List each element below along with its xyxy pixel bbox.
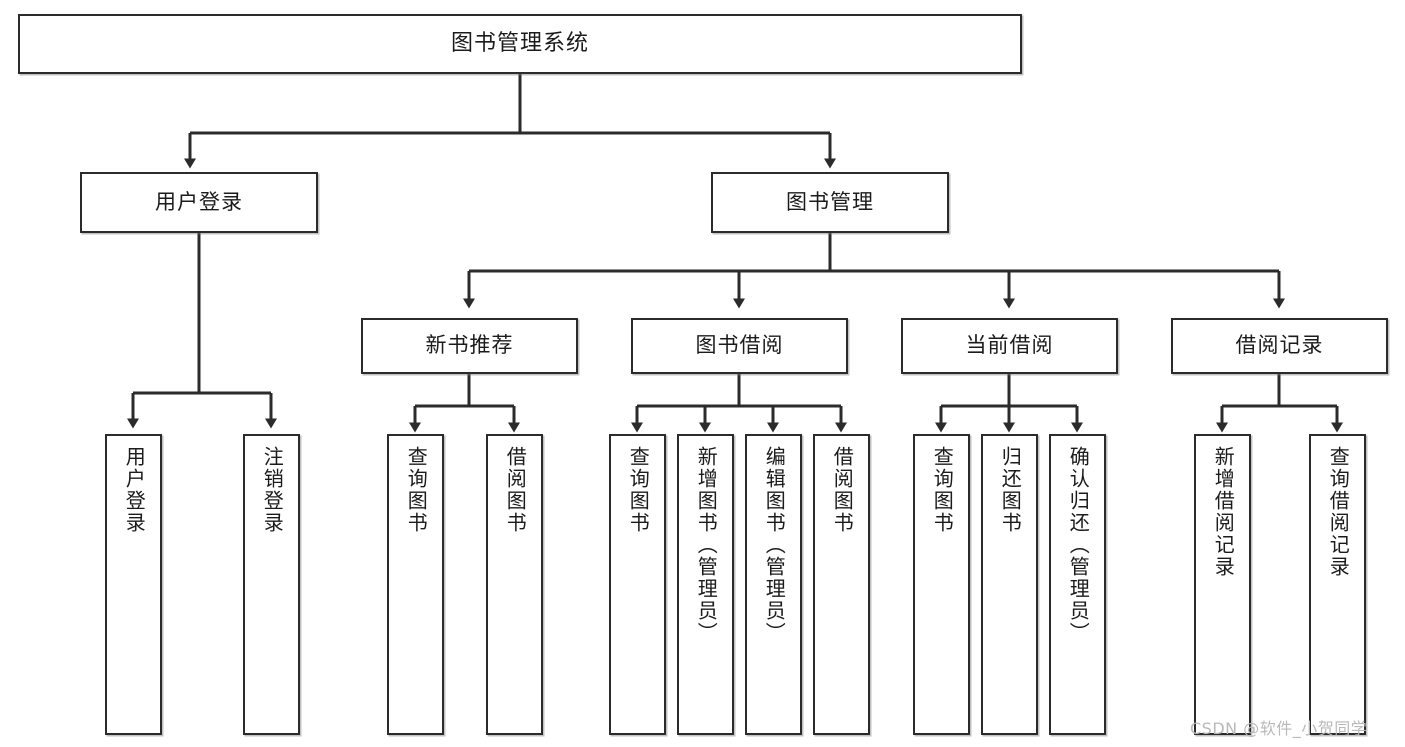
watermark-text: CSDN @软件_小贺同学 bbox=[1190, 719, 1368, 738]
node-leaf-rec-borrow-label: 借阅图书 bbox=[503, 446, 528, 534]
node-leaf-user-logout-label: 注销登录 bbox=[260, 446, 285, 534]
node-leaf-borrow-query-label: 查询图书 bbox=[626, 446, 651, 534]
node-leaf-rec-borrow[interactable]: 借阅图书 bbox=[486, 434, 543, 735]
node-leaf-user-logout[interactable]: 注销登录 bbox=[243, 434, 300, 735]
node-borrow-record[interactable]: 借阅记录 bbox=[1171, 318, 1388, 374]
node-leaf-cur-confirm-label: 确认归还（管理员） bbox=[1066, 446, 1091, 644]
node-leaf-cur-return-label: 归还图书 bbox=[998, 446, 1023, 534]
node-current-borrow[interactable]: 当前借阅 bbox=[901, 318, 1118, 374]
node-leaf-borrow-lend-label: 借阅图书 bbox=[830, 446, 855, 534]
node-leaf-borrow-add[interactable]: 新增图书（管理员） bbox=[677, 434, 734, 735]
node-book-borrow[interactable]: 图书借阅 bbox=[631, 318, 848, 374]
node-leaf-user-login-label: 用户登录 bbox=[122, 446, 147, 534]
node-root[interactable]: 图书管理系统 bbox=[18, 14, 1022, 74]
node-leaf-rec-add[interactable]: 新增借阅记录 bbox=[1194, 434, 1251, 735]
node-leaf-cur-query[interactable]: 查询图书 bbox=[913, 434, 970, 735]
node-leaf-rec-search[interactable]: 查询借阅记录 bbox=[1309, 434, 1366, 735]
node-book-manage-label: 图书管理 bbox=[786, 189, 874, 214]
node-leaf-cur-return[interactable]: 归还图书 bbox=[981, 434, 1038, 735]
node-leaf-rec-add-label: 新增借阅记录 bbox=[1211, 446, 1236, 578]
node-new-book-rec-label: 新书推荐 bbox=[425, 333, 514, 358]
node-leaf-rec-query[interactable]: 查询图书 bbox=[387, 434, 444, 735]
node-leaf-cur-confirm[interactable]: 确认归还（管理员） bbox=[1049, 434, 1106, 735]
node-root-label: 图书管理系统 bbox=[450, 30, 589, 56]
node-current-borrow-label: 当前借阅 bbox=[965, 333, 1054, 358]
node-leaf-borrow-add-label: 新增图书（管理员） bbox=[694, 446, 719, 644]
node-leaf-borrow-edit-label: 编辑图书（管理员） bbox=[762, 446, 787, 644]
node-leaf-rec-query-label: 查询图书 bbox=[404, 446, 429, 534]
node-leaf-borrow-query[interactable]: 查询图书 bbox=[609, 434, 666, 735]
node-user-login-label: 用户登录 bbox=[155, 189, 243, 214]
node-book-manage[interactable]: 图书管理 bbox=[711, 172, 949, 233]
node-new-book-rec[interactable]: 新书推荐 bbox=[361, 318, 578, 374]
node-book-borrow-label: 图书借阅 bbox=[695, 333, 784, 358]
node-leaf-cur-query-label: 查询图书 bbox=[930, 446, 955, 534]
node-leaf-rec-search-label: 查询借阅记录 bbox=[1326, 446, 1351, 578]
node-user-login[interactable]: 用户登录 bbox=[80, 172, 318, 233]
node-leaf-user-login[interactable]: 用户登录 bbox=[105, 434, 162, 735]
node-leaf-borrow-lend[interactable]: 借阅图书 bbox=[813, 434, 870, 735]
node-borrow-record-label: 借阅记录 bbox=[1235, 333, 1324, 358]
node-leaf-borrow-edit[interactable]: 编辑图书（管理员） bbox=[745, 434, 802, 735]
